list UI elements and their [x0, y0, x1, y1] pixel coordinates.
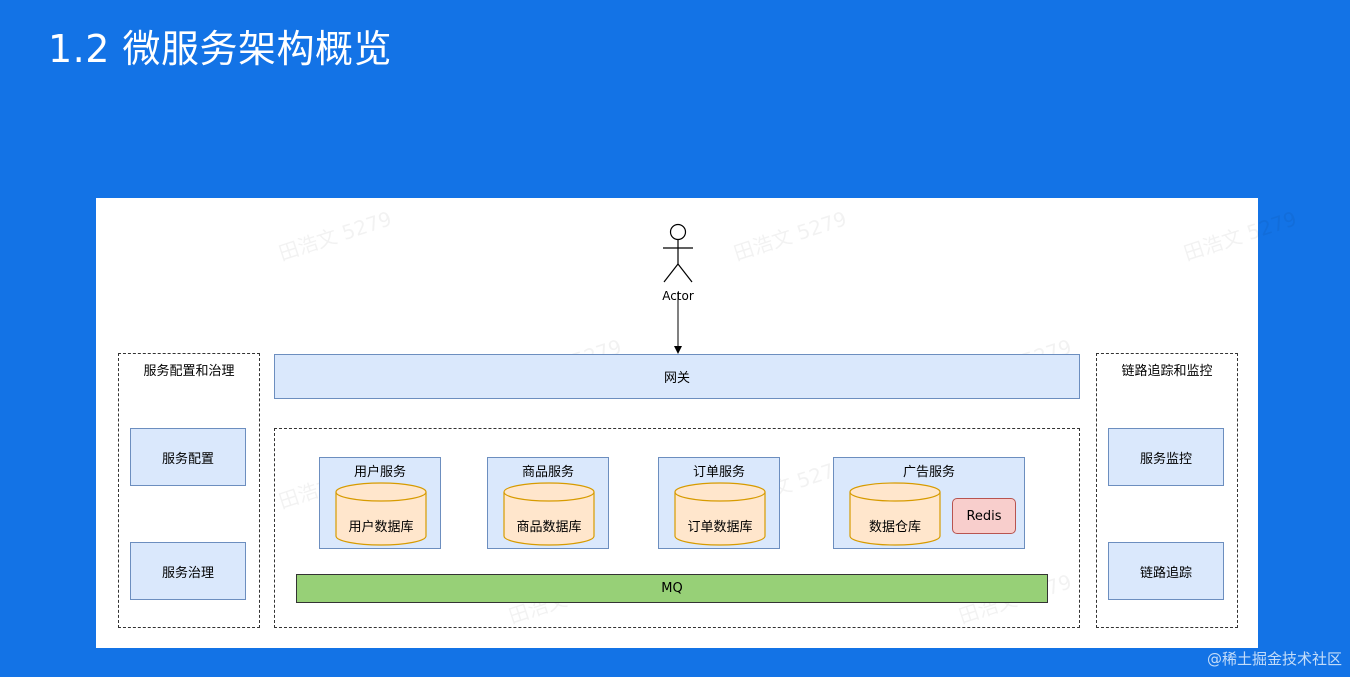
slide-title: 1.2 微服务架构概览 [48, 27, 393, 71]
user-database-label: 用户数据库 [348, 520, 414, 535]
database-icon [335, 482, 427, 546]
watermark: 田浩文 5279 [730, 206, 850, 266]
redis-cache: Redis [952, 498, 1016, 534]
database-icon [849, 482, 941, 546]
data-warehouse: 数据仓库 [849, 482, 941, 546]
actor-icon [663, 223, 693, 283]
watermark: 田浩文 5279 [1180, 206, 1300, 266]
database-icon [503, 482, 595, 546]
request-arrow [674, 292, 682, 354]
order-database-label: 订单数据库 [687, 520, 753, 535]
mq-bar: MQ [296, 574, 1048, 603]
product-database-label: 商品数据库 [516, 520, 582, 535]
config-governance-title: 服务配置和治理 [143, 364, 235, 379]
product-service: 商品服务 商品数据库 [487, 457, 609, 549]
services-container: 用户服务 用户数据库 商品服务 商品数据库 订单服务 [274, 428, 1080, 628]
config-governance-panel: 服务配置和治理 服务配置 服务治理 [118, 353, 260, 628]
user-service-title: 用户服务 [353, 465, 406, 480]
product-service-title: 商品服务 [521, 465, 574, 480]
architecture-diagram: 田浩文 5279 田浩文 5279 田浩文 5279 田浩文 5279 田浩文 … [96, 198, 1300, 648]
product-database: 商品数据库 [503, 482, 595, 546]
watermark: 田浩文 5279 [275, 206, 395, 266]
link-tracing-box: 链路追踪 [1108, 542, 1224, 600]
order-database: 订单数据库 [674, 482, 766, 546]
ad-service: 广告服务 数据仓库 Redis [833, 457, 1025, 549]
user-service: 用户服务 用户数据库 [319, 457, 441, 549]
ad-service-title: 广告服务 [902, 465, 955, 480]
data-warehouse-label: 数据仓库 [868, 520, 921, 535]
service-config-box: 服务配置 [130, 428, 246, 486]
gateway-box: 网关 [274, 354, 1080, 399]
order-service: 订单服务 订单数据库 [658, 457, 780, 549]
service-governance-box: 服务治理 [130, 542, 246, 600]
tracing-monitoring-title: 链路追踪和监控 [1121, 364, 1213, 379]
service-monitoring-box: 服务监控 [1108, 428, 1224, 486]
order-service-title: 订单服务 [692, 465, 745, 480]
credit-label: @稀土掘金技术社区 [1206, 650, 1342, 668]
user-database: 用户数据库 [335, 482, 427, 546]
database-icon [674, 482, 766, 546]
tracing-monitoring-panel: 链路追踪和监控 服务监控 链路追踪 [1096, 353, 1238, 628]
